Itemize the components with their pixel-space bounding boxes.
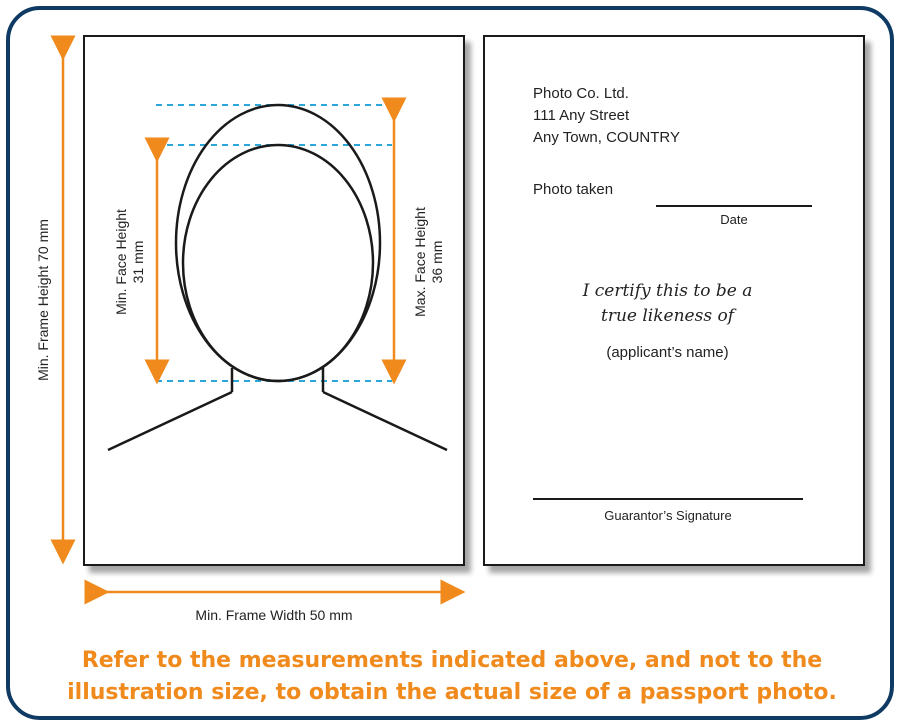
certify-line-2: true likeness of xyxy=(601,306,734,326)
outer-border xyxy=(6,6,894,720)
footer-line-1: Refer to the measurements indicated abov… xyxy=(81,648,823,673)
company-name: Photo Co. Ltd. xyxy=(533,85,629,102)
frame-height-label: Min. Frame Height 70 mm xyxy=(35,219,51,381)
min-face-height-label: Min. Face Height xyxy=(113,209,129,315)
photo-back-card xyxy=(483,35,865,566)
frame-width-label: Min. Frame Width 50 mm xyxy=(195,607,352,623)
shoulder-left xyxy=(107,390,233,452)
head-outline xyxy=(107,103,448,452)
measurement-arrows xyxy=(50,35,466,605)
applicant-name-label: (applicant’s name) xyxy=(606,344,729,361)
company-street: 111 Any Street xyxy=(533,107,630,124)
footer-line-2: illustration size, to obtain the actual … xyxy=(67,680,837,705)
min-face-ellipse xyxy=(181,143,375,383)
photo-taken-label: Photo taken xyxy=(533,181,614,198)
company-town: Any Town, COUNTRY xyxy=(533,129,680,146)
guide-lines xyxy=(156,104,392,382)
max-face-height-label: Max. Face Height xyxy=(412,207,428,317)
max-face-height-value: 36 mm xyxy=(429,241,445,284)
min-face-height-value: 31 mm xyxy=(130,241,146,284)
shoulder-right xyxy=(322,390,448,452)
certify-line-1: I certify this to be a xyxy=(582,281,753,301)
signature-label: Guarantor’s Signature xyxy=(604,508,731,523)
date-label: Date xyxy=(720,212,747,227)
